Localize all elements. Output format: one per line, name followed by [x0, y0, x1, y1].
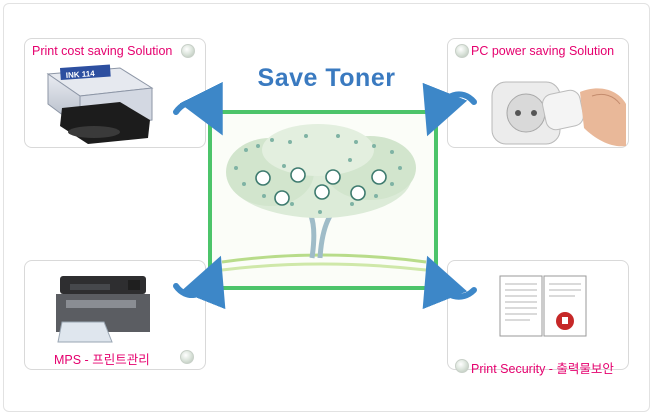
- arrow-bottom-left: [173, 255, 226, 310]
- cartridge-label: INK 114: [66, 69, 96, 80]
- security-document-icon: [499, 275, 587, 337]
- connector-arrows: [173, 81, 477, 310]
- printer-icon: [56, 276, 150, 343]
- card-title-mps: MPS - 프린트관리: [54, 353, 150, 367]
- bullet-icon: [180, 350, 194, 364]
- power-plug-icon: [491, 81, 626, 147]
- bullet-icon: [455, 359, 469, 373]
- arrow-bottom-right: [422, 255, 477, 310]
- tree-illustration: [221, 124, 427, 272]
- bullet-icon: [455, 44, 469, 58]
- bullet-icon: [181, 44, 195, 58]
- arrow-top-left: [173, 81, 223, 136]
- diagram-title: Save Toner: [257, 64, 396, 92]
- card-title-pc-power: PC power saving Solution: [471, 44, 615, 58]
- card-title-print-cost: Print cost saving Solution: [32, 44, 173, 58]
- arrow-top-right: [422, 82, 477, 137]
- toner-cartridge-icon: INK 114: [46, 64, 154, 144]
- card-title-print-security: Print Security - 출력물보안: [471, 362, 614, 376]
